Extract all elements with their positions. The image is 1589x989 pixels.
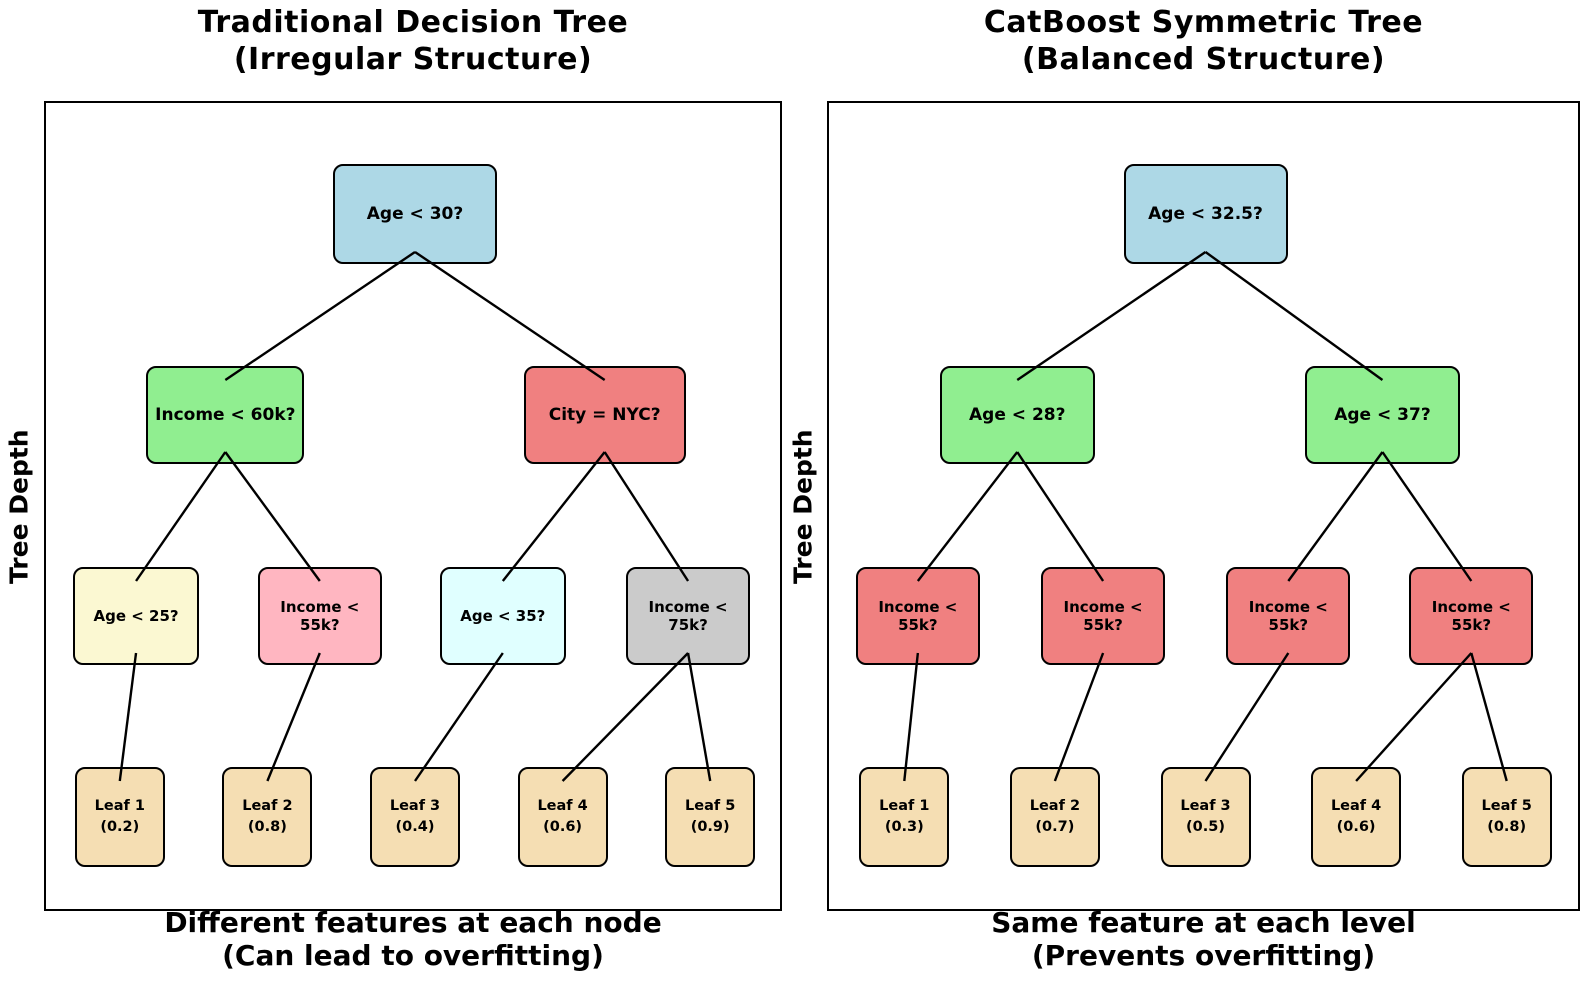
right-tree-panel: Age < 32.5? Age < 28? Age < 37? Income < 55… [827, 101, 1580, 911]
tree-edge [1355, 652, 1473, 782]
right-y-axis-label: Tree Depth [788, 429, 818, 585]
tree-edge [686, 652, 712, 782]
tree-edge [414, 251, 606, 381]
tree-edge [561, 652, 689, 782]
tree-edge [1287, 451, 1384, 582]
tree-edge [1053, 652, 1105, 782]
tree-node-income-75k: Income < 75k? [626, 567, 751, 665]
tree-edge [135, 451, 227, 582]
tree-node-leaf-5: Leaf 5 (0.8) [1461, 767, 1552, 867]
left-tree-panel: Age < 30? Income < 60k? City = NYC? Age < 2… [44, 101, 782, 911]
tree-node-leaf-2: Leaf 2 (0.7) [1009, 767, 1100, 867]
tree-edge [916, 451, 1019, 582]
tree-node-city-nyc: City = NYC? [523, 366, 686, 464]
tree-edge [118, 652, 138, 782]
tree-edge [414, 652, 504, 782]
tree-node-leaf-3: Leaf 3 (0.5) [1160, 767, 1251, 867]
tree-edge [603, 451, 690, 582]
tree-node-age-28: Age < 28? [939, 366, 1095, 464]
tree-node-age-37: Age < 37? [1304, 366, 1460, 464]
tree-node-leaf-1: Leaf 1 (0.2) [74, 767, 165, 867]
tree-node-age-25: Age < 25? [73, 567, 200, 665]
tree-edge [266, 652, 321, 782]
tree-node-income-55k-1: Income < 55k? [855, 567, 980, 665]
tree-edge [501, 451, 606, 582]
left-y-axis-label: Tree Depth [4, 429, 34, 585]
tree-edge [903, 652, 920, 782]
tree-node-leaf-5: Leaf 5 (0.9) [665, 767, 756, 867]
tree-edge [1381, 451, 1473, 582]
tree-edge [1470, 652, 1508, 782]
tree-node-leaf-2: Leaf 2 (0.8) [222, 767, 313, 867]
tree-node-age-30: Age < 30? [333, 164, 497, 264]
tree-edge [1016, 251, 1207, 381]
tree-node-income-55k-4: Income < 55k? [1409, 567, 1534, 665]
tree-edge [224, 451, 321, 582]
right-panel-caption: Same feature at each level (Prevents ove… [991, 906, 1416, 972]
tree-node-leaf-4: Leaf 4 (0.6) [517, 767, 608, 867]
tree-node-age-35: Age < 35? [439, 567, 566, 665]
tree-node-age-32-5: Age < 32.5? [1123, 164, 1288, 264]
left-panel-caption: Different features at each node (Can lea… [164, 906, 662, 972]
tree-node-income-55k-3: Income < 55k? [1226, 567, 1351, 665]
tree-node-leaf-3: Leaf 3 (0.4) [370, 767, 460, 867]
tree-edge [1016, 451, 1105, 582]
right-panel-title: CatBoost Symmetric Tree (Balanced Struct… [983, 5, 1424, 77]
tree-node-income-60k: Income < 60k? [146, 366, 305, 464]
tree-edge [1204, 652, 1290, 782]
tree-node-income-55k: Income < 55k? [257, 567, 382, 665]
left-panel-title: Traditional Decision Tree (Irregular Str… [197, 5, 629, 77]
tree-node-leaf-1: Leaf 1 (0.3) [859, 767, 950, 867]
tree-node-income-55k-2: Income < 55k? [1041, 567, 1166, 665]
tree-node-leaf-4: Leaf 4 (0.6) [1311, 767, 1402, 867]
tree-edge [224, 251, 416, 381]
tree-edge [1204, 251, 1384, 381]
